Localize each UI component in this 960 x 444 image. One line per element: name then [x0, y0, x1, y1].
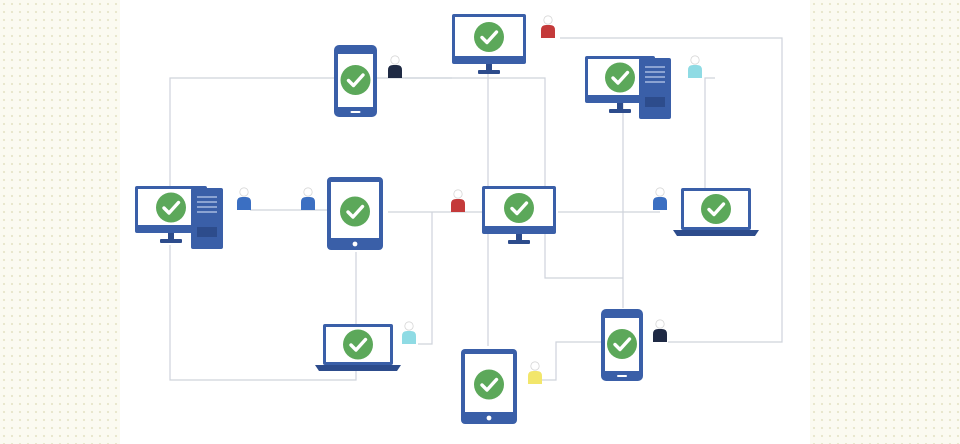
user-icon [402, 321, 416, 344]
user-icon [301, 187, 315, 210]
users-layer [237, 15, 702, 384]
connection-line [540, 341, 602, 381]
check-circle-icon [474, 369, 504, 400]
connection-line [418, 212, 433, 345]
device-desktop-top-right [639, 58, 671, 119]
check-circle-icon [701, 194, 731, 224]
user-icon [541, 15, 555, 38]
device-laptop-right [673, 188, 759, 236]
check-circle-icon [343, 329, 373, 360]
user-icon [528, 361, 542, 384]
connection-line [169, 245, 357, 381]
connection-line [560, 37, 783, 343]
connection-line [544, 212, 623, 279]
desktop-monitor [585, 56, 655, 113]
user-icon [653, 187, 667, 210]
check-circle-icon [504, 193, 534, 223]
device-monitor-top [452, 14, 526, 74]
device-monitor-center [482, 186, 556, 244]
desktop-tower [191, 188, 223, 249]
device-desktop-left [191, 188, 223, 249]
connection-line [704, 77, 715, 188]
check-circle-icon [156, 192, 186, 223]
device-tablet-center-left [327, 177, 383, 250]
check-circle-icon [474, 22, 504, 52]
device-phone-top [334, 45, 377, 117]
desktop-tower [639, 58, 671, 119]
dot-pattern-left [0, 0, 120, 444]
check-circle-icon [340, 196, 370, 227]
dot-pattern-right [810, 0, 960, 444]
devices-layer [135, 14, 759, 424]
device-phone-bottom-right [601, 309, 643, 381]
check-circle-icon [607, 329, 637, 359]
user-icon [653, 319, 667, 342]
check-circle-icon [340, 65, 371, 95]
check-circle-icon [605, 62, 635, 93]
device-tablet-bottom [461, 349, 517, 424]
user-icon [388, 55, 402, 78]
user-icon [451, 189, 465, 212]
user-icon [237, 187, 251, 210]
device-laptop-bottom-left [315, 324, 401, 371]
user-icon [688, 55, 702, 78]
